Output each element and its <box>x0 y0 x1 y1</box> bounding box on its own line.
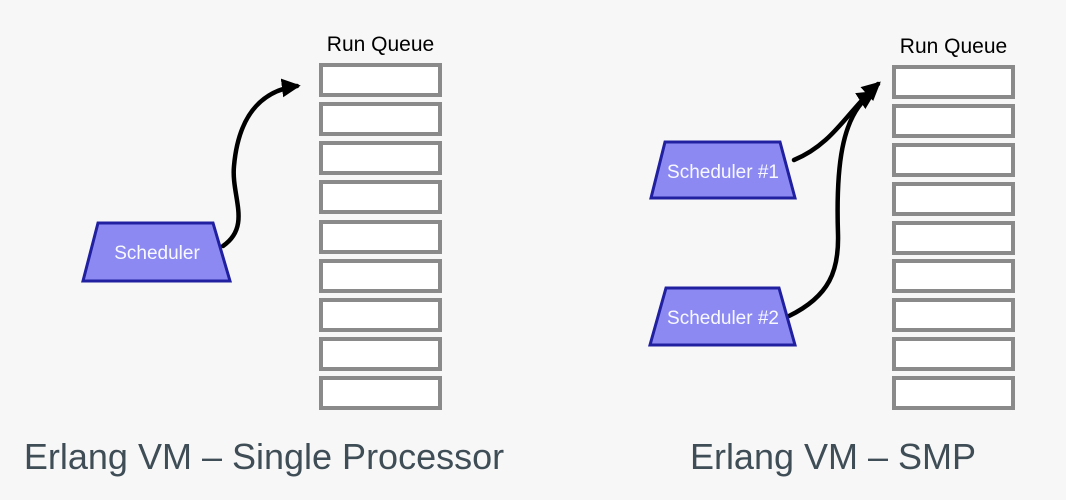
queue-cell <box>319 336 442 371</box>
queue-cell <box>892 142 1015 177</box>
queue-cell <box>892 103 1015 138</box>
queue-cell <box>892 298 1015 333</box>
arrow-scheduler1-to-queue <box>791 81 881 163</box>
scheduler-shape-left: Scheduler <box>81 221 233 283</box>
run-queue-label-right: Run Queue <box>899 35 1008 58</box>
queue-cell <box>319 297 442 332</box>
queue-cell <box>892 259 1015 294</box>
queue-cell <box>319 219 442 254</box>
scheduler-shape-1: Scheduler #1 <box>649 140 797 200</box>
run-queue-left <box>319 63 442 410</box>
scheduler-label: Scheduler <box>114 243 200 264</box>
queue-cell <box>319 376 442 410</box>
queue-cell <box>892 376 1015 410</box>
queue-cell <box>892 181 1015 216</box>
scheduler-shape-2: Scheduler #2 <box>648 286 797 347</box>
scheduler-trapezoid <box>648 286 797 347</box>
scheduler-trapezoid <box>81 221 233 283</box>
queue-cell <box>319 180 442 215</box>
queue-cell <box>892 337 1015 372</box>
queue-cell <box>892 65 1015 99</box>
scheduler-trapezoid <box>649 140 797 200</box>
caption-single-processor: Erlang VM – Single Processor <box>23 436 505 477</box>
arrow-scheduler-to-queue-left <box>220 78 301 249</box>
arrow-scheduler2-to-queue <box>786 90 877 319</box>
queue-cell <box>319 258 442 293</box>
queue-cell <box>319 63 442 97</box>
run-queue-label-left: Run Queue <box>326 33 435 56</box>
queue-cell <box>892 220 1015 255</box>
queue-cell <box>319 102 442 137</box>
run-queue-right <box>892 65 1015 410</box>
scheduler-label: Scheduler #2 <box>667 308 779 329</box>
caption-smp: Erlang VM – SMP <box>689 436 977 477</box>
scheduler-label: Scheduler #1 <box>667 162 779 183</box>
queue-cell <box>319 141 442 176</box>
